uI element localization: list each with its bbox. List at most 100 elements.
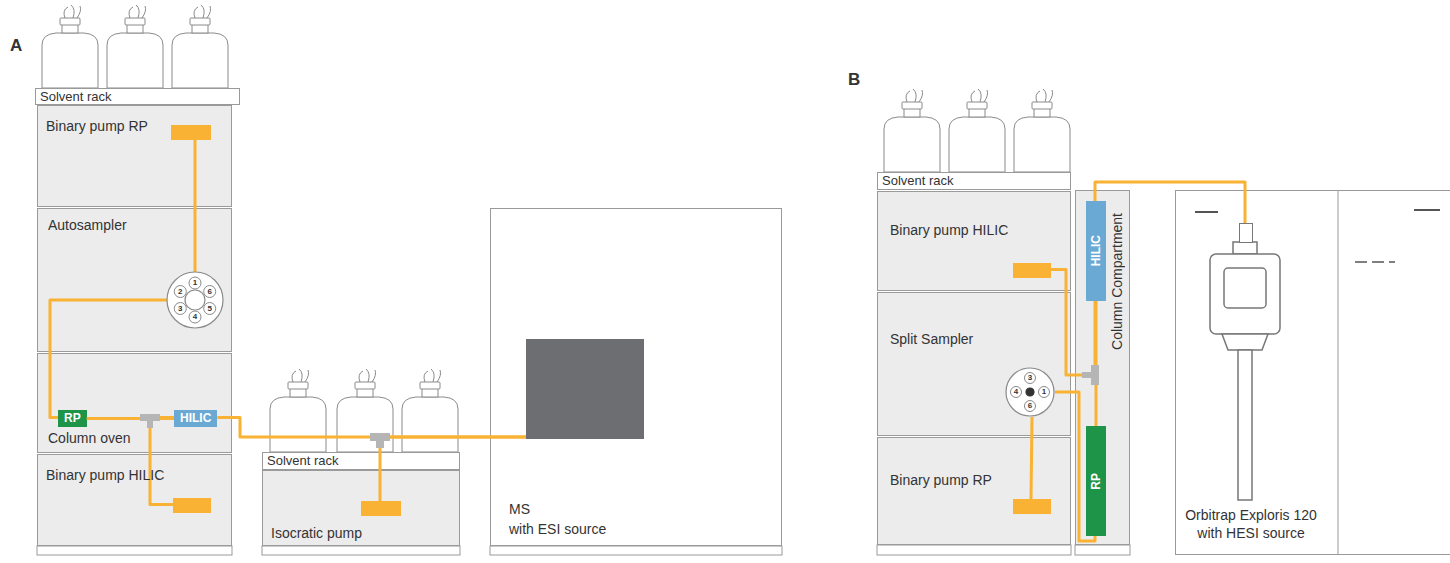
valve-port [1039,387,1050,398]
source-housing [1210,254,1280,334]
panel-letter: B [848,70,860,90]
source-collar [1222,334,1268,350]
node-text: Solvent rack [882,173,954,188]
valve-rotor [185,290,205,310]
tubing-line [1031,417,1032,499]
valve-port [1025,401,1036,412]
bottle-body [42,33,98,88]
pump-head [1013,499,1051,514]
bottle-body [884,117,940,172]
source-window [1224,268,1266,308]
tee-union [147,414,153,428]
valve-port [204,286,216,298]
bottle-tube [359,371,363,382]
solvent-bottle [402,369,458,452]
bottle-body [172,33,228,88]
pump-head [361,501,401,516]
bottle-cap [288,382,308,389]
tee-union [376,433,384,448]
node-text: HILIC [1089,235,1104,266]
pump-head [1013,263,1051,278]
pump-module: Binary pump HILIC [877,191,1071,291]
node-text: Solvent rack [267,453,339,468]
solvent-rack: Solvent rack [877,172,1071,190]
tubing-line [1051,270,1095,376]
node-text: HILIC [180,411,211,426]
pump-head [171,125,211,140]
bottle-tube [129,7,133,18]
bottle-tube [366,369,369,382]
node-text: RP [64,411,81,426]
bottle-tube [1049,90,1053,102]
tubing-line [150,418,174,505]
node-text: with ESI source [509,521,606,538]
solvent-bottle [172,5,228,88]
node-text: Orbitrap Exploris 120 [1176,507,1326,524]
bottle-body [337,397,393,452]
hilic-column: HILIC [174,410,217,427]
module-foot [877,545,1071,555]
module-foot [490,546,782,555]
bottle-tube [142,6,146,18]
bottle-cap [1032,102,1052,109]
bottle-tube [906,91,910,102]
bottle-tube [64,7,68,18]
bottle-cap [967,102,987,109]
column-oven: Column oven RP HILIC [37,353,232,453]
solvent-rack: Solvent rack [35,88,240,105]
bottle-tube [1043,89,1046,102]
tubing-line [50,300,168,418]
bottle-tube [372,370,376,382]
panel-mark [1355,261,1395,263]
node-text: Column oven [48,430,131,447]
bottle-body [949,117,1005,172]
valve-port [189,311,201,323]
bottle-tube [431,369,434,382]
bottle-cap [190,18,210,25]
panel-mark [1195,211,1218,213]
valve-port [174,286,186,298]
tubing-line [1095,182,1245,223]
solvent-rack: Solvent rack [262,452,460,470]
solvent-bottle [42,5,98,88]
solvent-bottle [107,5,163,88]
bottle-body [270,397,326,452]
injection-valve [1006,368,1054,416]
column-compartment: Column Compartment HILIC RP [1075,190,1130,545]
ion-source [526,339,644,439]
node-text: Binary pump HILIC [890,222,1008,239]
node-text: Column Compartment [1109,213,1126,350]
sampler-module: Split Sampler [877,292,1071,436]
bottle-tube [136,5,139,18]
module-foot [37,546,232,555]
bottle-tube [77,6,81,18]
port-number: 5 [207,305,211,313]
bottle-tube [1036,91,1040,102]
tee-union [1082,372,1095,378]
node-text: Autosampler [48,217,127,234]
bottle-tube [194,7,198,18]
valve-port [204,303,216,315]
bottle-tube [71,5,74,18]
port-number: 4 [193,313,197,321]
node-text: RP [1089,473,1104,490]
bottle-tube [984,90,988,102]
port-number: 2 [178,288,182,296]
port-number: 6 [207,288,211,296]
panel-divider [1338,190,1339,555]
mass-spectrometer: MSwith ESI source [490,208,782,546]
solvent-bottle [1014,89,1070,172]
pump-module: Isocratic pump [262,470,460,546]
injection-valve [167,272,223,328]
tubing-line [380,437,526,501]
node-text: with HESI source [1176,525,1326,542]
source-probe [1238,350,1252,500]
pump-module: Binary pump RP [877,437,1071,545]
solvent-bottle [884,89,940,172]
pump-head [173,498,211,513]
bottle-tube [201,5,204,18]
node-text: Isocratic pump [271,525,362,542]
